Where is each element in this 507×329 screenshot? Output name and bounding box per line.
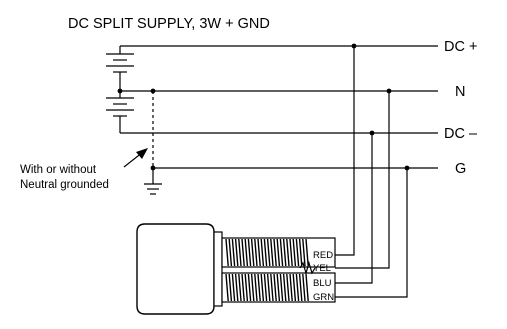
lead-yel: [335, 91, 390, 269]
thread-line: [279, 273, 284, 302]
rail-label-neutral: N: [455, 84, 465, 100]
thread-line: [292, 238, 297, 267]
arrow-icon: [123, 148, 148, 168]
thread-line: [270, 238, 274, 267]
thread-lines-lower: [225, 273, 309, 302]
rail-label-dc-minus: DC –: [444, 126, 478, 142]
sensor-body-icon: [136, 223, 336, 315]
thread-line: [289, 273, 293, 302]
thread-line: [254, 238, 258, 267]
sensor-leads: [335, 46, 408, 298]
thread-line: [228, 273, 233, 302]
thread-line: [225, 238, 229, 267]
thread-line: [250, 273, 255, 302]
thread-line: [289, 238, 293, 267]
thread-line: [295, 238, 300, 267]
rail-label-dc-plus: DC +: [444, 39, 477, 55]
rail-label-ground: G: [455, 161, 466, 177]
thread-line: [273, 273, 277, 302]
diagram-title: DC SPLIT SUPPLY, 3W + GND: [68, 16, 270, 32]
battery-icon: [106, 46, 134, 133]
thread-line: [298, 273, 303, 302]
thread-line: [302, 238, 306, 267]
wire-label-blu: BLU: [313, 278, 332, 289]
thread-line: [231, 273, 236, 302]
lead-grn: [335, 168, 408, 298]
lead-red: [335, 46, 355, 256]
thread-line: [225, 273, 229, 302]
thread-line: [302, 273, 306, 302]
thread-line: [238, 238, 242, 267]
resistor-icon: [299, 260, 316, 276]
thread-lines-upper: [225, 238, 309, 267]
wire-label-red: RED: [313, 250, 333, 261]
thread-line: [286, 273, 290, 302]
thread-line: [241, 238, 245, 267]
thread-line: [260, 273, 265, 302]
thread-line: [254, 273, 258, 302]
thread-line: [234, 273, 239, 302]
thread-line: [263, 238, 268, 267]
thread-line: [305, 238, 309, 267]
thread-line: [276, 273, 281, 302]
thread-line: [241, 273, 245, 302]
thread-line: [244, 238, 249, 267]
thread-line: [282, 273, 287, 302]
thread-line: [305, 273, 309, 302]
thread-line: [234, 238, 239, 267]
thread-line: [247, 238, 252, 267]
thread-line: [270, 273, 274, 302]
thread-line: [247, 273, 252, 302]
thread-line: [238, 273, 242, 302]
thread-line: [228, 238, 233, 267]
thread-line: [286, 238, 290, 267]
thread-line: [273, 238, 277, 267]
thread-line: [250, 238, 255, 267]
junction-dots: [117, 43, 410, 171]
thread-line: [257, 238, 261, 267]
thread-line: [295, 273, 300, 302]
lead-blu: [335, 133, 373, 284]
wire-label-grn: GRN: [313, 292, 334, 303]
thread-line: [292, 273, 297, 302]
note-line-1: With or without: [20, 164, 97, 176]
thread-line: [244, 273, 249, 302]
thread-line: [276, 238, 281, 267]
supply-rails: [120, 45, 438, 169]
wire-label-yel: YEL: [313, 263, 331, 274]
thread-line: [266, 238, 271, 267]
thread-line: [266, 273, 271, 302]
ground-icon: [144, 168, 162, 195]
thread-line: [260, 238, 265, 267]
thread-line: [298, 238, 303, 267]
note-line-2: Neutral grounded: [20, 179, 109, 191]
thread-line: [279, 238, 284, 267]
thread-line: [257, 273, 261, 302]
thread-line: [263, 273, 268, 302]
thread-line: [282, 238, 287, 267]
thread-line: [231, 238, 236, 267]
